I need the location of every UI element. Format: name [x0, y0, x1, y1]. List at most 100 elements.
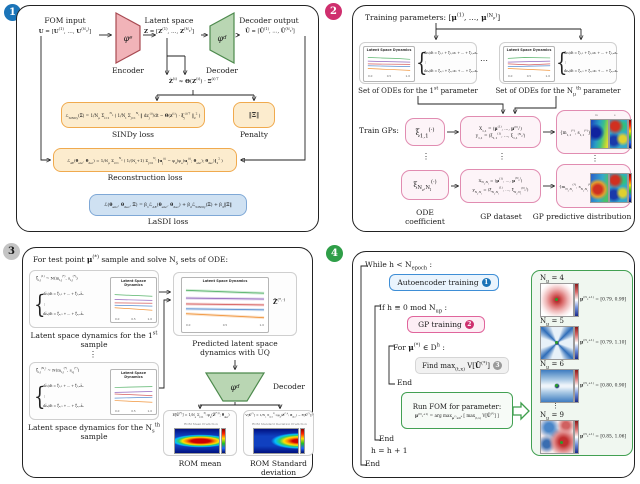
gp-dataset-caption: GP dataset — [480, 212, 522, 221]
plot-lines — [114, 294, 153, 311]
sample1-caption-line1: Latent space dynamics for the 1st — [30, 330, 158, 340]
gp-std-heatmap — [609, 173, 628, 203]
dots-between-samples: ⋮ — [89, 350, 97, 359]
plot-title: Latent Space Dynamics — [506, 48, 552, 52]
sampled-ode-2: dz̃ₙ/dt = ξ̃ₙ,₁ + ⋯ + ξ̃ₙ,ₙz̃ₙ — [43, 312, 84, 316]
autoencoder-training-label: Autoencoder training — [397, 278, 479, 287]
result-value: μ(Nμ+1) = [0.79, 0.99] — [580, 295, 627, 303]
variance-map-nmu6 — [540, 369, 574, 403]
predictive-ms-text: {m1,1(*), s1,1(*)} — [560, 128, 591, 137]
panel4-number-badge: 4 — [326, 245, 343, 262]
dataset-y-line: yNz,Nl = (ξNz,Nl(1), …, ξNz,Nl(Nμ)) — [472, 185, 529, 196]
ode-coefficient-box-2: ξNz,Nl(·) — [401, 170, 449, 200]
result-value: μ(Nμ+1) = [0.80, 0.90] — [580, 381, 627, 389]
rom-std-formula: V[Û(*)] = 1/Ns Σi=1Ns (φd(Ẑ(*,i); θdec) … — [245, 413, 314, 419]
panel4-active-learning-loop: While h < Nepoch : Autoencoder training … — [352, 251, 635, 478]
plot-lines — [114, 386, 153, 403]
sampled-ode-1: dz̃₁/dt = ξ̃₁,₁ + ⋯ + ξ̃₁,ₙz̃ₙ — [43, 384, 84, 388]
next-sample-dot — [555, 384, 558, 387]
step2-badge: 2 — [464, 320, 474, 329]
run-fom-step: Run FOM for parameter: μ(Nμ+1) = arg max… — [401, 392, 513, 429]
dots: ⋮ — [43, 394, 47, 398]
for-line: For μ(*) ∈ Dh : — [393, 342, 445, 352]
colorbar — [300, 428, 305, 454]
variance-map-nmu5 — [540, 326, 574, 360]
result-label: Nμ = 6 — [540, 360, 564, 371]
rom-std-heatmap — [253, 428, 299, 454]
run-fom-formula: μ(Nμ+1) = arg maxμ(*)∈Dh [ max(t,x) V[Û(… — [415, 411, 499, 420]
rom-std-map-title: ROM Standard Deviation Prediction — [252, 422, 307, 426]
end-mid: End — [379, 434, 395, 443]
colorbar — [573, 326, 579, 360]
colorbar — [627, 119, 632, 149]
ode-line-1: dz₁/dt = ξ₁,₁ + ξ₁,₂z₁ + ⋯ + ξ₁,ₙzₙ — [424, 51, 478, 55]
rom-std-caption-line1: ROM Standard — [250, 459, 307, 468]
lasdi-loss-box: ℒ(θenc, θdec, Ξ) = β1ℒAE(θenc, θdec) + β… — [89, 194, 247, 216]
dataset-x-line: XNz,Nl = (μ(1), …, μ(Nμ)) — [478, 176, 523, 186]
fom-input-label: FOM input — [44, 16, 86, 25]
ode-line-2: dzₙ/dt = ξₙ,₁ + ξₙ,₂z₁ + ⋯ + ξₙ,ₙzₙ — [424, 69, 478, 73]
decoder-output-formula: Û = [Û(1), …, Û(Nμ)] — [245, 27, 295, 35]
ode-coefficient-caption-line2: coefficient — [405, 217, 445, 226]
decoder-label: Decoder — [273, 382, 305, 391]
predictive-ms-text: {mNz,Nl(*), sNz,Nl(*)} — [559, 182, 594, 193]
reconstruction-loss-label: Reconstruction loss — [107, 173, 183, 182]
next-sample-dot — [555, 341, 558, 344]
sindy-loss-box: ℒSINDy(Ξ) = 1/Nμ Σi=1Nμ ( 1/Nt Σj=1Nt ‖ … — [61, 102, 205, 128]
next-sample-dot — [555, 298, 558, 301]
latent-space-formula: Z = [Z(1), …, Z(Nμ)] — [143, 27, 195, 35]
brace: { — [34, 382, 46, 413]
sampled-ode-2: dz̃ₙ/dt = ξ̃ₙ,₁ + ⋯ + ξ̃ₙ,ₙz̃ₙ — [43, 404, 84, 408]
test-point-header: For test point μ(*) sample and solve Ns … — [33, 254, 229, 267]
big-arrow-icon — [512, 401, 530, 421]
step1-badge: 1 — [481, 278, 491, 287]
dots: ⋮ — [424, 60, 428, 64]
gp-predictive-caption: GP predictive distribution — [532, 212, 632, 221]
gp-dataset-box-2: XNz,Nl = (μ(1), …, μ(Nμ)) yNz,Nl = (ξNz,… — [460, 169, 541, 203]
variance-map-nmu9 — [540, 420, 574, 454]
fom-input-formula: U = [U(1), …, U(Nμ)] — [38, 27, 92, 35]
train-gps-label: Train GPs: — [359, 126, 399, 135]
sampled-ode-1: dz̃₁/dt = ξ̃₁,₁ + ⋯ + ξ̃₁,ₙz̃ₙ — [43, 292, 84, 296]
panel2-number-badge: 2 — [325, 3, 342, 20]
variance-map-nmu4 — [540, 283, 574, 317]
ode-set1-caption: Set of ODEs for the 1st parameter — [358, 86, 478, 95]
brace: { — [556, 48, 568, 79]
while-line: While h < Nepoch : — [365, 260, 433, 272]
coefficient-distribution: ξ̃i,j(1) ~ N(mi,j(*), si,j(*)) — [36, 274, 78, 283]
dots-predictive-column: ⋮ — [591, 154, 599, 163]
predicted-caption-line2: dynamics with UQ — [200, 348, 270, 357]
dots: ⋮ — [43, 302, 47, 306]
encoder-label: Encoder — [112, 66, 144, 75]
ode-coefficient-caption-line1: ODE — [416, 208, 434, 217]
sample-box-1: ξ̃i,j(1) ~ N(mi,j(*), si,j(*)) { dz̃₁/dt… — [29, 270, 159, 328]
predicted-caption-line1: Predicted latent space — [192, 339, 278, 348]
results-dots: ⋮ — [552, 402, 559, 410]
next-sample-dot — [560, 441, 563, 444]
colorbar — [221, 428, 226, 454]
gp-mean-heatmap — [590, 173, 609, 203]
gp-std-heatmap — [609, 119, 628, 149]
find-max-variance-label: Find max(t,x) V[Û(*)] — [422, 360, 490, 373]
plot-lines — [185, 288, 265, 320]
end-outer: End — [365, 459, 381, 468]
rom-mean-box: E[Û(*)] = 1/Ns Σi=1Ns φd(Ẑ(*,i); θdec) R… — [163, 410, 237, 456]
rom-mean-caption: ROM mean — [178, 459, 222, 468]
dots-coef-column: ⋮ — [422, 152, 430, 161]
rom-mean-heatmap — [174, 428, 220, 454]
run-fom-title: Run FOM for parameter: — [412, 403, 502, 411]
plot-lines — [507, 57, 551, 71]
brace: { — [416, 48, 428, 79]
